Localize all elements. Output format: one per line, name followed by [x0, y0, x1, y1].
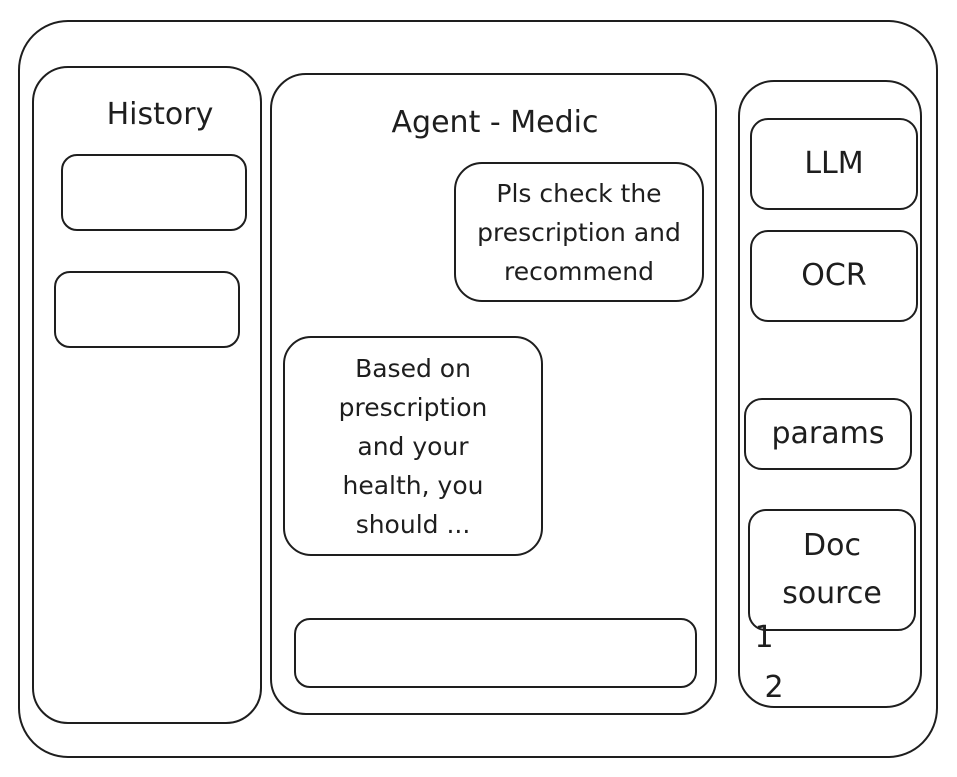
settings-panel [738, 80, 922, 708]
doc-source-button[interactable]: Doc source [748, 509, 916, 631]
history-panel [32, 66, 262, 724]
history-item[interactable] [54, 271, 240, 348]
chat-panel [270, 73, 717, 715]
app-window [18, 20, 938, 758]
doc-list-item[interactable]: 2 [764, 670, 784, 705]
history-item[interactable] [61, 154, 247, 231]
user-message: Pls check the prescription and recommend [454, 162, 704, 302]
ocr-button[interactable]: OCR [750, 230, 918, 322]
chat-input[interactable] [294, 618, 697, 688]
agent-message: Based on prescription and your health, y… [283, 336, 543, 556]
params-button[interactable]: params [744, 398, 912, 470]
chat-title: Agent - Medic [391, 105, 599, 140]
doc-list-item[interactable]: 1 [754, 620, 774, 655]
llm-button[interactable]: LLM [750, 118, 918, 210]
history-title: History [106, 97, 214, 132]
